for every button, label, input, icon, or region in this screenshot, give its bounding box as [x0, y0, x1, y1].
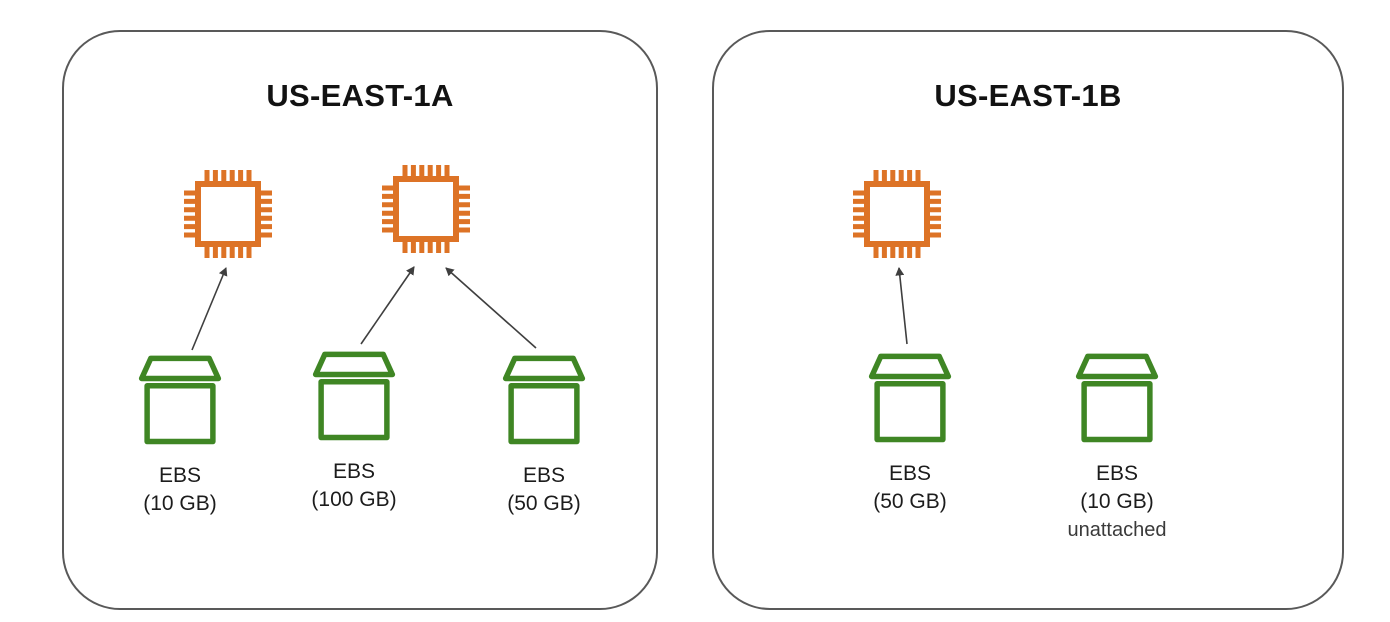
ebs-volume-icon — [138, 355, 222, 445]
ebs-volume-label: EBS (50 GB) — [873, 460, 947, 515]
arrow-ebs-100gb-to-instance-2 — [360, 266, 415, 345]
ebs-volume-icon — [868, 353, 952, 443]
ec2-instance-icon — [180, 166, 276, 267]
ebs-volume: EBS (10 GB) — [115, 352, 245, 517]
ebs-volume: EBS (100 GB) — [289, 348, 419, 513]
ebs-label-name: EBS — [1095, 462, 1139, 485]
ebs-volume-icon — [312, 351, 396, 441]
chip-icon — [184, 170, 272, 258]
ebs-volume: EBS (50 GB) — [479, 352, 609, 517]
ebs-label-name: EBS — [888, 462, 932, 485]
ebs-label-size: (10 GB) — [1080, 489, 1154, 513]
ebs-volume: EBS (50 GB) — [845, 350, 975, 515]
ebs-volume-label: EBS (10 GB) — [143, 462, 217, 517]
ebs-volume-label: EBS (50 GB) — [507, 462, 581, 517]
arrow-ebs-10gb-to-instance-1 — [191, 267, 228, 351]
ec2-instance-icon — [849, 166, 945, 267]
ebs-label-size: (50 GB) — [507, 491, 581, 515]
ebs-volume-label: EBS (100 GB) — [311, 458, 396, 513]
ebs-volume-label: EBS (10 GB) — [1080, 460, 1154, 515]
arrow-ebs-50gb-to-instance-1 — [895, 267, 908, 345]
zone-title: US-EAST-1B — [934, 78, 1122, 113]
chip-icon — [853, 170, 941, 258]
ebs-volume-icon — [502, 355, 586, 445]
zone-title: US-EAST-1A — [266, 78, 454, 113]
attachment-arrows — [191, 266, 537, 351]
availability-zone-us-east-1b: US-EAST-1B — [712, 30, 1344, 610]
ebs-volume-status: unattached — [1067, 519, 1167, 542]
ebs-label-size: (10 GB) — [143, 491, 217, 515]
ebs-volume-unattached: EBS (10 GB) unattached — [1052, 350, 1182, 543]
ebs-label-name: EBS — [158, 464, 202, 487]
ebs-label-name: EBS — [522, 464, 566, 487]
arrow-ebs-50gb-to-instance-2 — [445, 267, 537, 349]
ebs-volume-icon — [1075, 353, 1159, 443]
availability-zone-us-east-1a: US-EAST-1A — [62, 30, 658, 610]
chip-icon — [382, 165, 470, 253]
ebs-label-size: (100 GB) — [311, 487, 397, 511]
ebs-label-name: EBS — [332, 460, 375, 483]
ebs-label-size: (50 GB) — [873, 489, 947, 513]
ec2-instance-icon — [378, 161, 474, 262]
attachment-arrows — [895, 267, 908, 345]
